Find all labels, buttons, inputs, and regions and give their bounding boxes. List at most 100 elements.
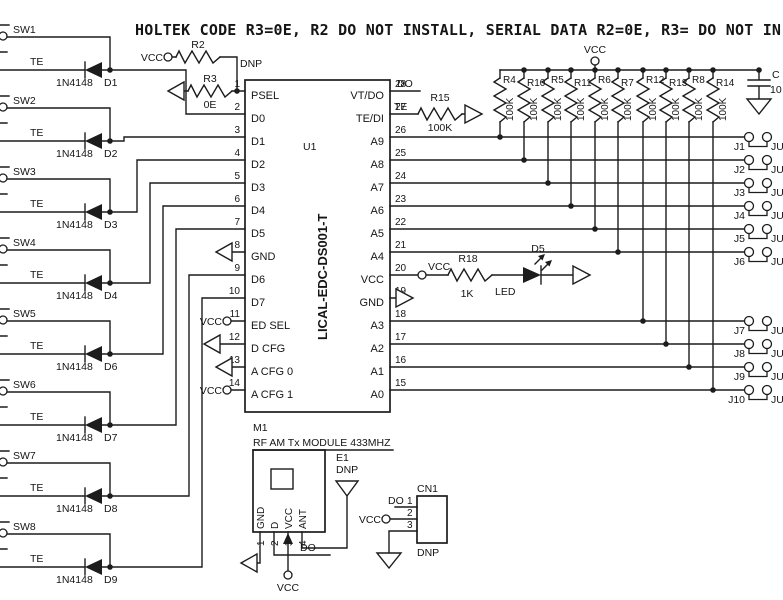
pin-label: VT/DO <box>350 90 384 102</box>
diode-part: 1N4148 <box>56 361 93 373</box>
ic-part-number: LICAL-EDC-DS001-T <box>315 214 330 340</box>
switch-ref: SW6 <box>13 379 36 391</box>
led-ref: D5 <box>531 243 545 255</box>
wire <box>499 69 714 391</box>
pin-number: 9 <box>234 263 240 274</box>
resistor-ref: R10 <box>527 78 546 89</box>
ic-body <box>244 79 391 413</box>
vcc-terminal-icon <box>222 316 232 326</box>
resistor-ref: R4 <box>503 75 516 86</box>
diode-ref: D2 <box>104 148 118 160</box>
cap-ref: C <box>772 69 780 81</box>
pullup-bank: VCC R4 R10 R5 R11 R6 R7 R12 R13 R8 R14 1… <box>493 44 762 391</box>
resistor-ref: R14 <box>716 78 735 89</box>
switch-ref: SW7 <box>13 450 36 462</box>
pin-label: A CFG 1 <box>251 389 293 401</box>
jumper-ref: J6 <box>734 256 745 268</box>
te-net-label: TE <box>30 411 43 423</box>
pin-number: 25 <box>395 148 407 159</box>
pin-number: 12 <box>229 332 241 343</box>
switch-unit-sw7: SW7 TE 1N4148 D8 <box>0 274 246 515</box>
wire <box>0 228 246 426</box>
led-indicator-row: VCC R18 1K D5 LED <box>389 243 591 300</box>
wire <box>389 136 745 391</box>
jumper-label: JU <box>771 141 783 153</box>
switch-ref: SW8 <box>13 521 36 533</box>
switch-contact-icon <box>0 173 8 183</box>
pin-label: D CFG <box>251 343 285 355</box>
diode-part: 1N4148 <box>56 219 93 231</box>
te-net-label: TE <box>30 553 43 565</box>
vcc-terminal-icon <box>381 514 391 524</box>
pin-number: 16 <box>395 355 407 366</box>
switch-unit-sw5: SW5 TE 1N4148 D6 <box>0 205 246 373</box>
r3-ref: R3 <box>203 73 217 85</box>
pin-label: D5 <box>251 228 265 240</box>
switch-unit-sw8: SW8 TE 1N4148 D9 <box>0 297 246 586</box>
module-pin-number: 4 <box>298 540 309 546</box>
pin-label: PSEL <box>251 90 279 102</box>
pin-number: 13 <box>229 355 241 366</box>
pin-label: A8 <box>371 159 384 171</box>
diode-part: 1N4148 <box>56 148 93 160</box>
pin-number: 2 <box>234 102 240 113</box>
r2-dnp-note: DNP <box>240 58 262 70</box>
diode-ref: D1 <box>104 77 118 89</box>
switch-contact-icon <box>0 386 8 396</box>
switch-contact-icon <box>0 102 8 112</box>
pin-number: 11 <box>230 309 241 320</box>
jumper-label: JU <box>771 164 783 176</box>
antenna-icon <box>334 480 360 498</box>
do-net-label: DO <box>388 495 404 507</box>
vcc-label: VCC <box>428 261 451 273</box>
switch-unit-sw2: SW2 TE 1N4148 D2 <box>0 95 246 160</box>
diode-part: 1N4148 <box>56 290 93 302</box>
pin-number: 4 <box>234 148 240 159</box>
pin-label: D4 <box>251 205 265 217</box>
switch-unit-sw1: SW1 TE 1N4148 D1 <box>0 24 246 115</box>
led-arrowheads <box>538 254 552 267</box>
r18-value: 1K <box>461 288 474 300</box>
pin-number: 10 <box>229 286 241 297</box>
module-pin-name: D <box>270 522 281 529</box>
vcc-arrow-icon <box>283 533 293 544</box>
resistor-value: 100K <box>718 97 729 121</box>
diode-ref: D6 <box>104 361 118 373</box>
junction-dot <box>107 138 113 144</box>
diode-ref: D7 <box>104 432 118 444</box>
resistor-value: 100K <box>623 97 634 121</box>
pin-number: 17 <box>395 332 407 343</box>
pin-label: A4 <box>371 251 384 263</box>
pin-number: 24 <box>395 171 407 182</box>
vcc-terminal-icon <box>283 570 293 580</box>
junction-dot <box>107 351 113 357</box>
junction-dot <box>107 67 113 73</box>
te-net-label: TE <box>30 482 43 494</box>
connector-cn1: CN1 DO 1 VCC 2 3 DNP <box>359 483 448 569</box>
pin-label: A7 <box>371 182 384 194</box>
pin-number: 8 <box>234 240 240 251</box>
switch-contact-icon <box>0 315 8 325</box>
te-net-label: TE <box>30 340 43 352</box>
jumper-ref: J5 <box>734 233 745 245</box>
pin-number: 22 <box>395 217 407 228</box>
wire <box>388 506 418 554</box>
resistor-ref: R6 <box>598 75 611 86</box>
pin-label: ED SEL <box>251 320 290 332</box>
vcc-label: VCC <box>200 385 223 397</box>
pin-number: 2 <box>407 508 413 519</box>
diode-part: 1N4148 <box>56 574 93 586</box>
pin-label: A0 <box>371 389 384 401</box>
module-body <box>252 449 326 533</box>
do-net-label: DO <box>300 542 316 554</box>
diode-part: 1N4148 <box>56 503 93 515</box>
jumper-ref: J1 <box>734 141 745 153</box>
cap-value: 10 <box>770 84 782 96</box>
pin-number: 18 <box>395 309 407 320</box>
pullup-values: 100K 100K 100K 100K 100K 100K 100K 100K … <box>505 97 729 121</box>
vcc-terminal-icon <box>590 56 600 66</box>
switch-contact-icon <box>0 528 8 538</box>
jumpers: J1 JU J2 JU J3 JU J4 JU J5 JU J6 JU J7 J… <box>728 131 783 406</box>
diode-part: 1N4148 <box>56 432 93 444</box>
pin-label: A CFG 0 <box>251 366 293 378</box>
